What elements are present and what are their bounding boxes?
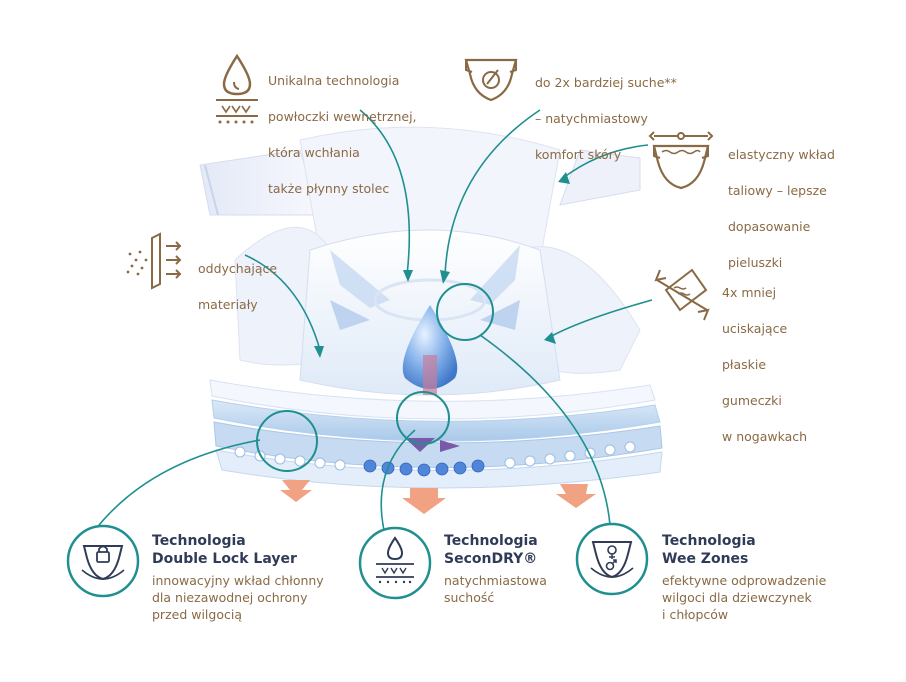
dryness-callout-text: do 2x bardziej suche** – natychmiastowy …	[535, 75, 677, 162]
breathable-layer-icon	[126, 232, 182, 290]
coating-callout-text: Unikalna technologia powłoczki wewnętrzn…	[268, 73, 417, 196]
diaper-dry-icon	[464, 58, 518, 102]
droplet-absorb-icon	[216, 53, 258, 124]
double-lock-icon	[66, 524, 140, 598]
wee-zones-title: Technologia Wee Zones	[662, 533, 756, 567]
legcuffs-callout-text: 4x mniej uciskające płaskie gumeczki w n…	[722, 285, 808, 444]
elastic-waist-icon	[648, 131, 714, 190]
double-lock-title: Technologia Double Lock Layer	[152, 533, 297, 567]
wee-zones-icon	[575, 522, 649, 596]
secondry-title: Technologia SeconDRY®	[444, 533, 538, 567]
waist-callout-text: elastyczny wkład taliowy – lepsze dopaso…	[728, 147, 835, 270]
breathable-callout-text: oddychające materiały	[198, 261, 278, 312]
flat-elastic-icon	[654, 268, 710, 321]
double-lock-description: innowacyjny wkład chłonny dla niezawodne…	[152, 573, 324, 622]
wee-zones-description: efektywne odprowadzenie wilgoci dla dzie…	[662, 573, 827, 622]
secondry-description: natychmiastowa suchość	[444, 573, 547, 605]
secondry-icon	[358, 526, 432, 600]
